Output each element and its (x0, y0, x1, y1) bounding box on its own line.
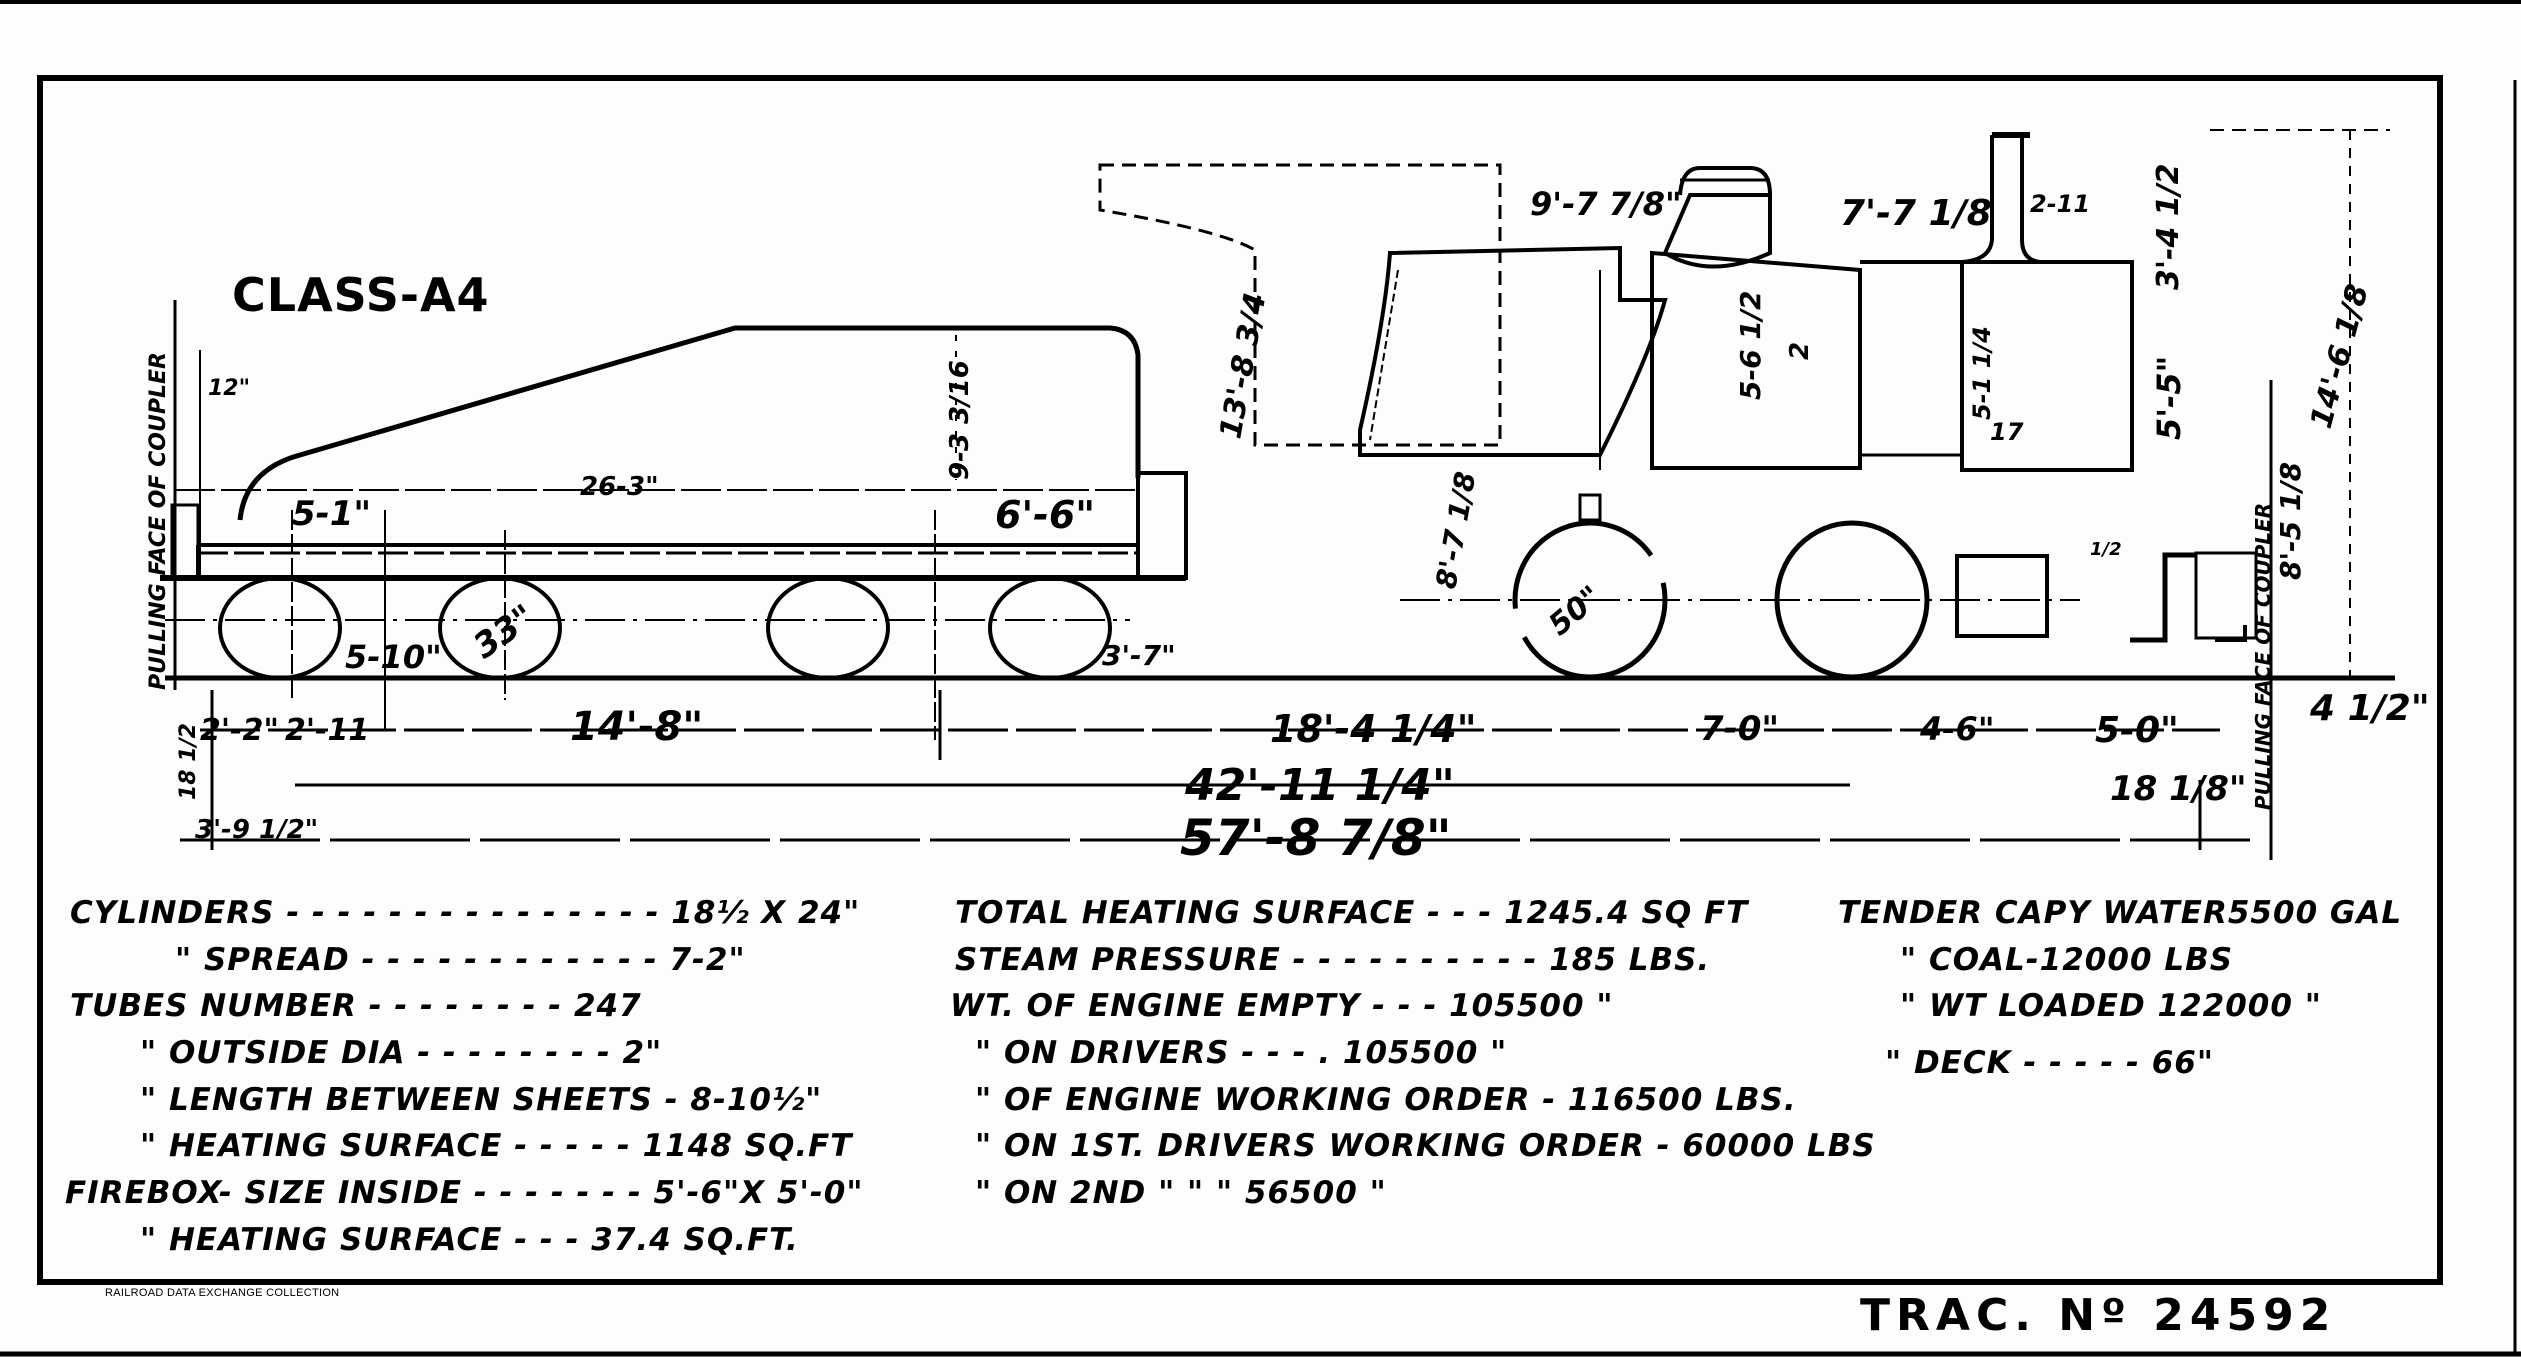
tracing-number: TRAC. Nº 24592 (1860, 1290, 2337, 1341)
class-title: CLASS-A4 (232, 268, 490, 322)
spec-weight-empty: WT. OF ENGINE EMPTY - - - 105500 " (950, 988, 1614, 1024)
dim-driver-dia: 50" (1542, 579, 1608, 643)
dim-smokebox-inner: 5-1 1/4 (1968, 326, 1996, 420)
dim-boiler-dia: 5-6 1/2 (1734, 290, 1767, 400)
dim-stack-base: 17 (1990, 418, 2024, 446)
dim-cab-height: 13'-8 3/4 (1213, 290, 1273, 441)
spec-tender-deck: " DECK - - - - - 66" (1885, 1045, 2215, 1081)
dim-stack-height: 3'-4 1/2 (2151, 163, 2186, 290)
dimension-labels: PULLING FACE OF COUPLER PULLING FACE OF … (146, 163, 2430, 867)
spec-total-heating-surface: TOTAL HEATING SURFACE - - - 1245.4 SQ FT (955, 895, 1749, 931)
dim-row1-3: 18'-4 1/4" (1270, 707, 1477, 751)
spec-tubes-number: TUBES NUMBER - - - - - - - - 247 (70, 988, 642, 1024)
dim-boiler-course: 2 (1785, 342, 1815, 360)
spec-spread: " SPREAD - - - - - - - - - - - - 7-2" (175, 942, 746, 978)
dim-row1-4: 7-0" (1700, 709, 1779, 749)
tender (160, 300, 1188, 740)
dimension-lines (180, 690, 2250, 850)
dim-tender-height: 9-3 3/16 (945, 360, 975, 480)
spec-tubes-heating-surface: " HEATING SURFACE - - - - - 1148 SQ.FT (140, 1128, 853, 1164)
spec-firebox-heating-surface: " HEATING SURFACE - - - 37.4 SQ.FT. (140, 1222, 799, 1258)
dim-coupler-offset: 12" (208, 376, 250, 401)
dim-dome-height: 7'-7 1/8 (1840, 193, 1992, 234)
spec-weight-on-drivers: " ON DRIVERS - - - . 105500 " (975, 1035, 1508, 1071)
spec-tubes-length: " LENGTH BETWEEN SHEETS - 8-10½" (140, 1082, 823, 1118)
dim-smokebox-dia: 5'-5" (2150, 356, 2188, 440)
dim-front-overhang: 5-1" (292, 494, 371, 534)
collection-credit: RAILROAD DATA EXCHANGE COLLECTION (105, 1287, 340, 1299)
dim-rear-deck: 6'-6" (995, 493, 1095, 537)
dim-cylinder-tilt: 1/2 (2090, 539, 2122, 560)
dim-row1-0: 2'-2" (200, 713, 279, 748)
spec-tender-coal: " COAL-12000 LBS (1900, 942, 2234, 978)
dim-row2-left: 18 1/2 (176, 723, 201, 800)
dim-row2-right: 18 1/8" (2110, 769, 2247, 809)
dim-cab-roof: 9'-7 7/8" (1530, 185, 1682, 223)
dim-overall-height: 14'-6 1/8 (2304, 281, 2376, 432)
pulling-face-left-label: PULLING FACE OF COUPLER (146, 352, 171, 690)
dim-row3-left: 3'-9 1/2" (195, 815, 318, 845)
spec-weight-second-drivers: " ON 2ND " " " 56500 " (975, 1175, 1387, 1211)
spec-tubes-outside-dia: " OUTSIDE DIA - - - - - - - - 2" (140, 1035, 663, 1071)
spec-weight-working-order: " OF ENGINE WORKING ORDER - 116500 LBS. (975, 1082, 1797, 1118)
dim-tender-body: 26-3" (580, 472, 659, 502)
spec-steam-pressure: STEAM PRESSURE - - - - - - - - - - 185 L… (955, 942, 1711, 978)
spec-weight-first-drivers: " ON 1ST. DRIVERS WORKING ORDER - 60000 … (975, 1128, 1876, 1164)
spec-firebox-size: FIREBOX- SIZE INSIDE - - - - - - - 5'-6"… (65, 1175, 864, 1211)
spec-tender-weight-loaded: " WT LOADED 122000 " (1900, 988, 2322, 1024)
dim-row3-overall: 57'-8 7/8" (1180, 809, 1452, 867)
dim-row2-total-engine: 42'-11 1/4" (1184, 760, 1455, 811)
engine (1098, 129, 2390, 860)
spec-cylinders: CYLINDERS - - - - - - - - - - - - - - - … (70, 895, 861, 931)
dim-running-board: 8'-7 1/8 (1429, 469, 1482, 591)
drawing-frame (37, 75, 2443, 1285)
dim-rear-overhang: 3'-7" (1102, 639, 1176, 672)
dim-row1-1: 2'-11 (285, 713, 369, 748)
dim-truck-wheelbase: 5-10" (345, 638, 442, 676)
dim-stack-width: 2-11 (2030, 190, 2090, 218)
spec-tender-water: TENDER CAPY WATER5500 GAL (1838, 895, 2403, 931)
dim-row1-5: 4-6" (1919, 710, 1994, 748)
dim-row1-6: 5-0" (2095, 710, 2179, 751)
dim-coupler-height: 8'-5 1/8 (2274, 462, 2307, 580)
pulling-face-right-label: PULLING FACE OF COUPLER (2251, 503, 2275, 810)
dim-row1-2: 14'-8" (570, 704, 703, 750)
dim-row1-7: 4 1/2" (2309, 688, 2430, 729)
